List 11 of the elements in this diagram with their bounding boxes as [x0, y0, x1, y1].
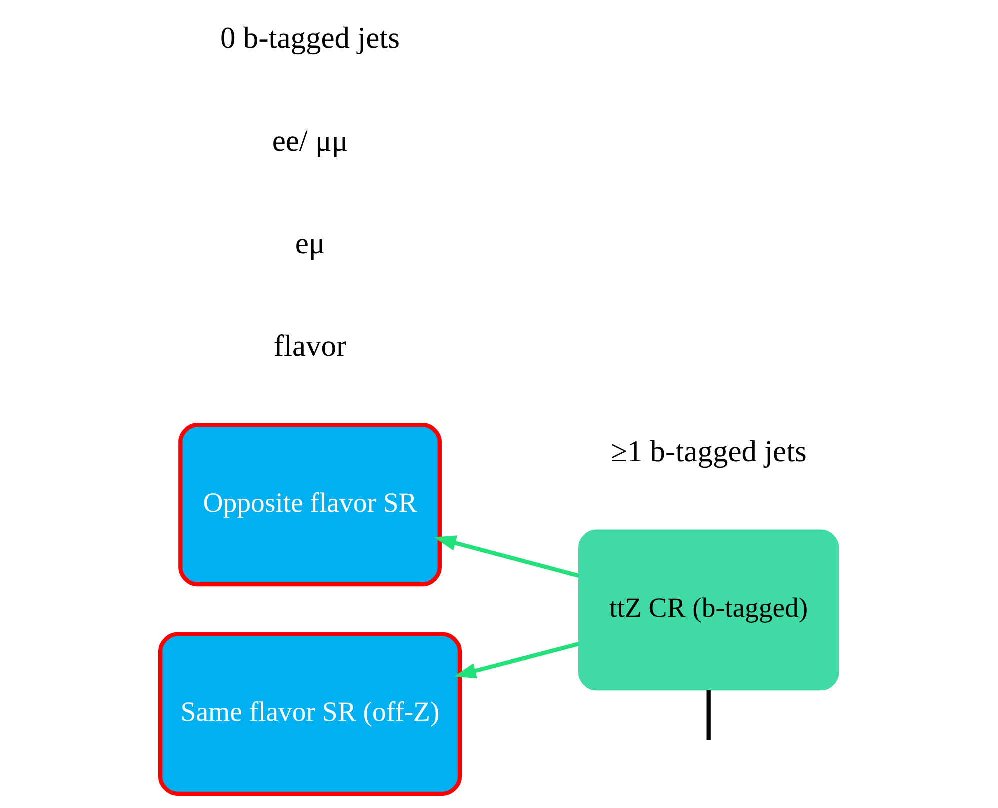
label: ≥1 b-tagged jets: [610, 434, 806, 468]
connector: [706, 690, 710, 740]
arrow: [434, 536, 579, 578]
label: ee/ μμ: [272, 124, 348, 158]
node-box: Same flavor SR (off-Z): [158, 632, 462, 796]
label: flavor: [273, 328, 346, 363]
node-box: ttZ CR (b-tagged): [578, 530, 839, 691]
node-box: Opposite flavor SR: [178, 423, 442, 587]
label: 0 b-tagged jets: [220, 21, 400, 56]
arrow: [454, 642, 579, 679]
label: eμ: [294, 226, 325, 260]
